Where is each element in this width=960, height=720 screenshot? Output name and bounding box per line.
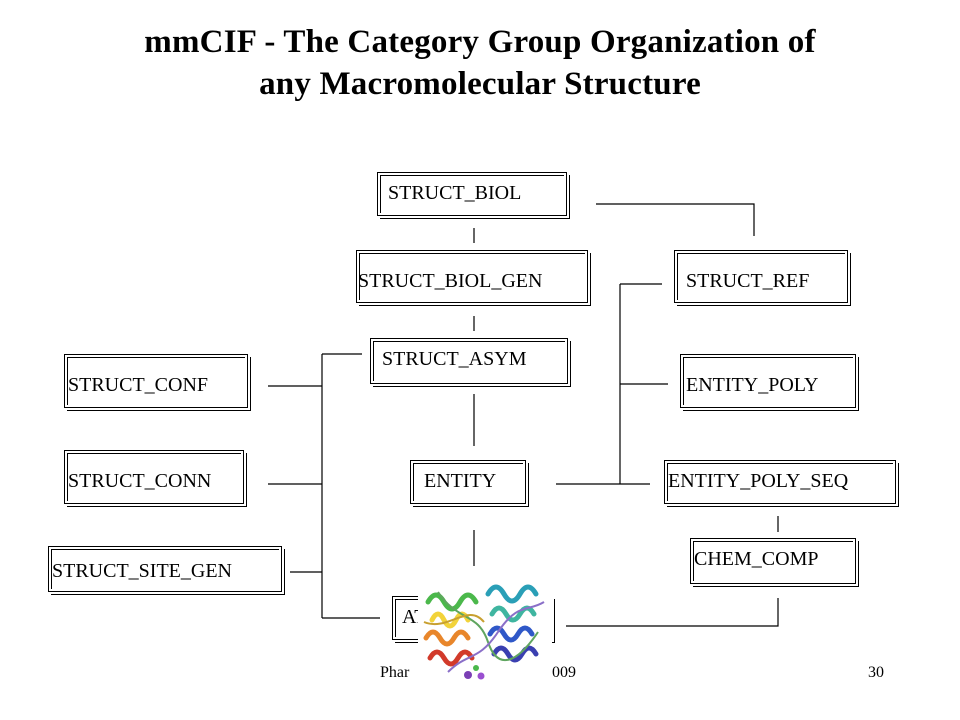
entity-poly-seq-box [664, 460, 899, 507]
struct-ref-label: STRUCT_REF [686, 270, 810, 292]
protein-ribbon-image [418, 572, 552, 684]
slide-title-line-2: any Macromolecular Structure [259, 66, 701, 102]
struct-biol-label: STRUCT_BIOL [388, 182, 522, 204]
struct-conn-box [64, 450, 247, 507]
struct-ref-box [674, 250, 851, 306]
chem-comp-label: CHEM_COMP [694, 548, 819, 570]
slide-title-line-1: mmCIF - The Category Group Organization … [144, 24, 816, 60]
entity-poly-box [680, 354, 859, 411]
struct-conf-label: STRUCT_CONF [68, 374, 209, 396]
footer-left-text: Phar [380, 664, 410, 681]
entity-poly-label: ENTITY_POLY [686, 374, 819, 396]
struct-biol-box [377, 172, 570, 219]
struct-conf-box [64, 354, 251, 411]
chem-comp-box [690, 538, 859, 587]
entity-poly-seq-label: ENTITY_POLY_SEQ [668, 470, 849, 492]
struct-site-gen-box [48, 546, 285, 595]
page-number: 30 [868, 664, 884, 681]
struct-biol-gen-label: STRUCT_BIOL_GEN [358, 270, 543, 292]
footer-right-text: 009 [552, 664, 576, 681]
struct-asym-label: STRUCT_ASYM [382, 348, 527, 370]
entity-label: ENTITY [424, 470, 497, 492]
struct-conn-label: STRUCT_CONN [68, 470, 212, 492]
struct-asym-box [370, 338, 571, 387]
struct-site-gen-label: STRUCT_SITE_GEN [52, 560, 232, 582]
struct-biol-gen-box [356, 250, 591, 306]
